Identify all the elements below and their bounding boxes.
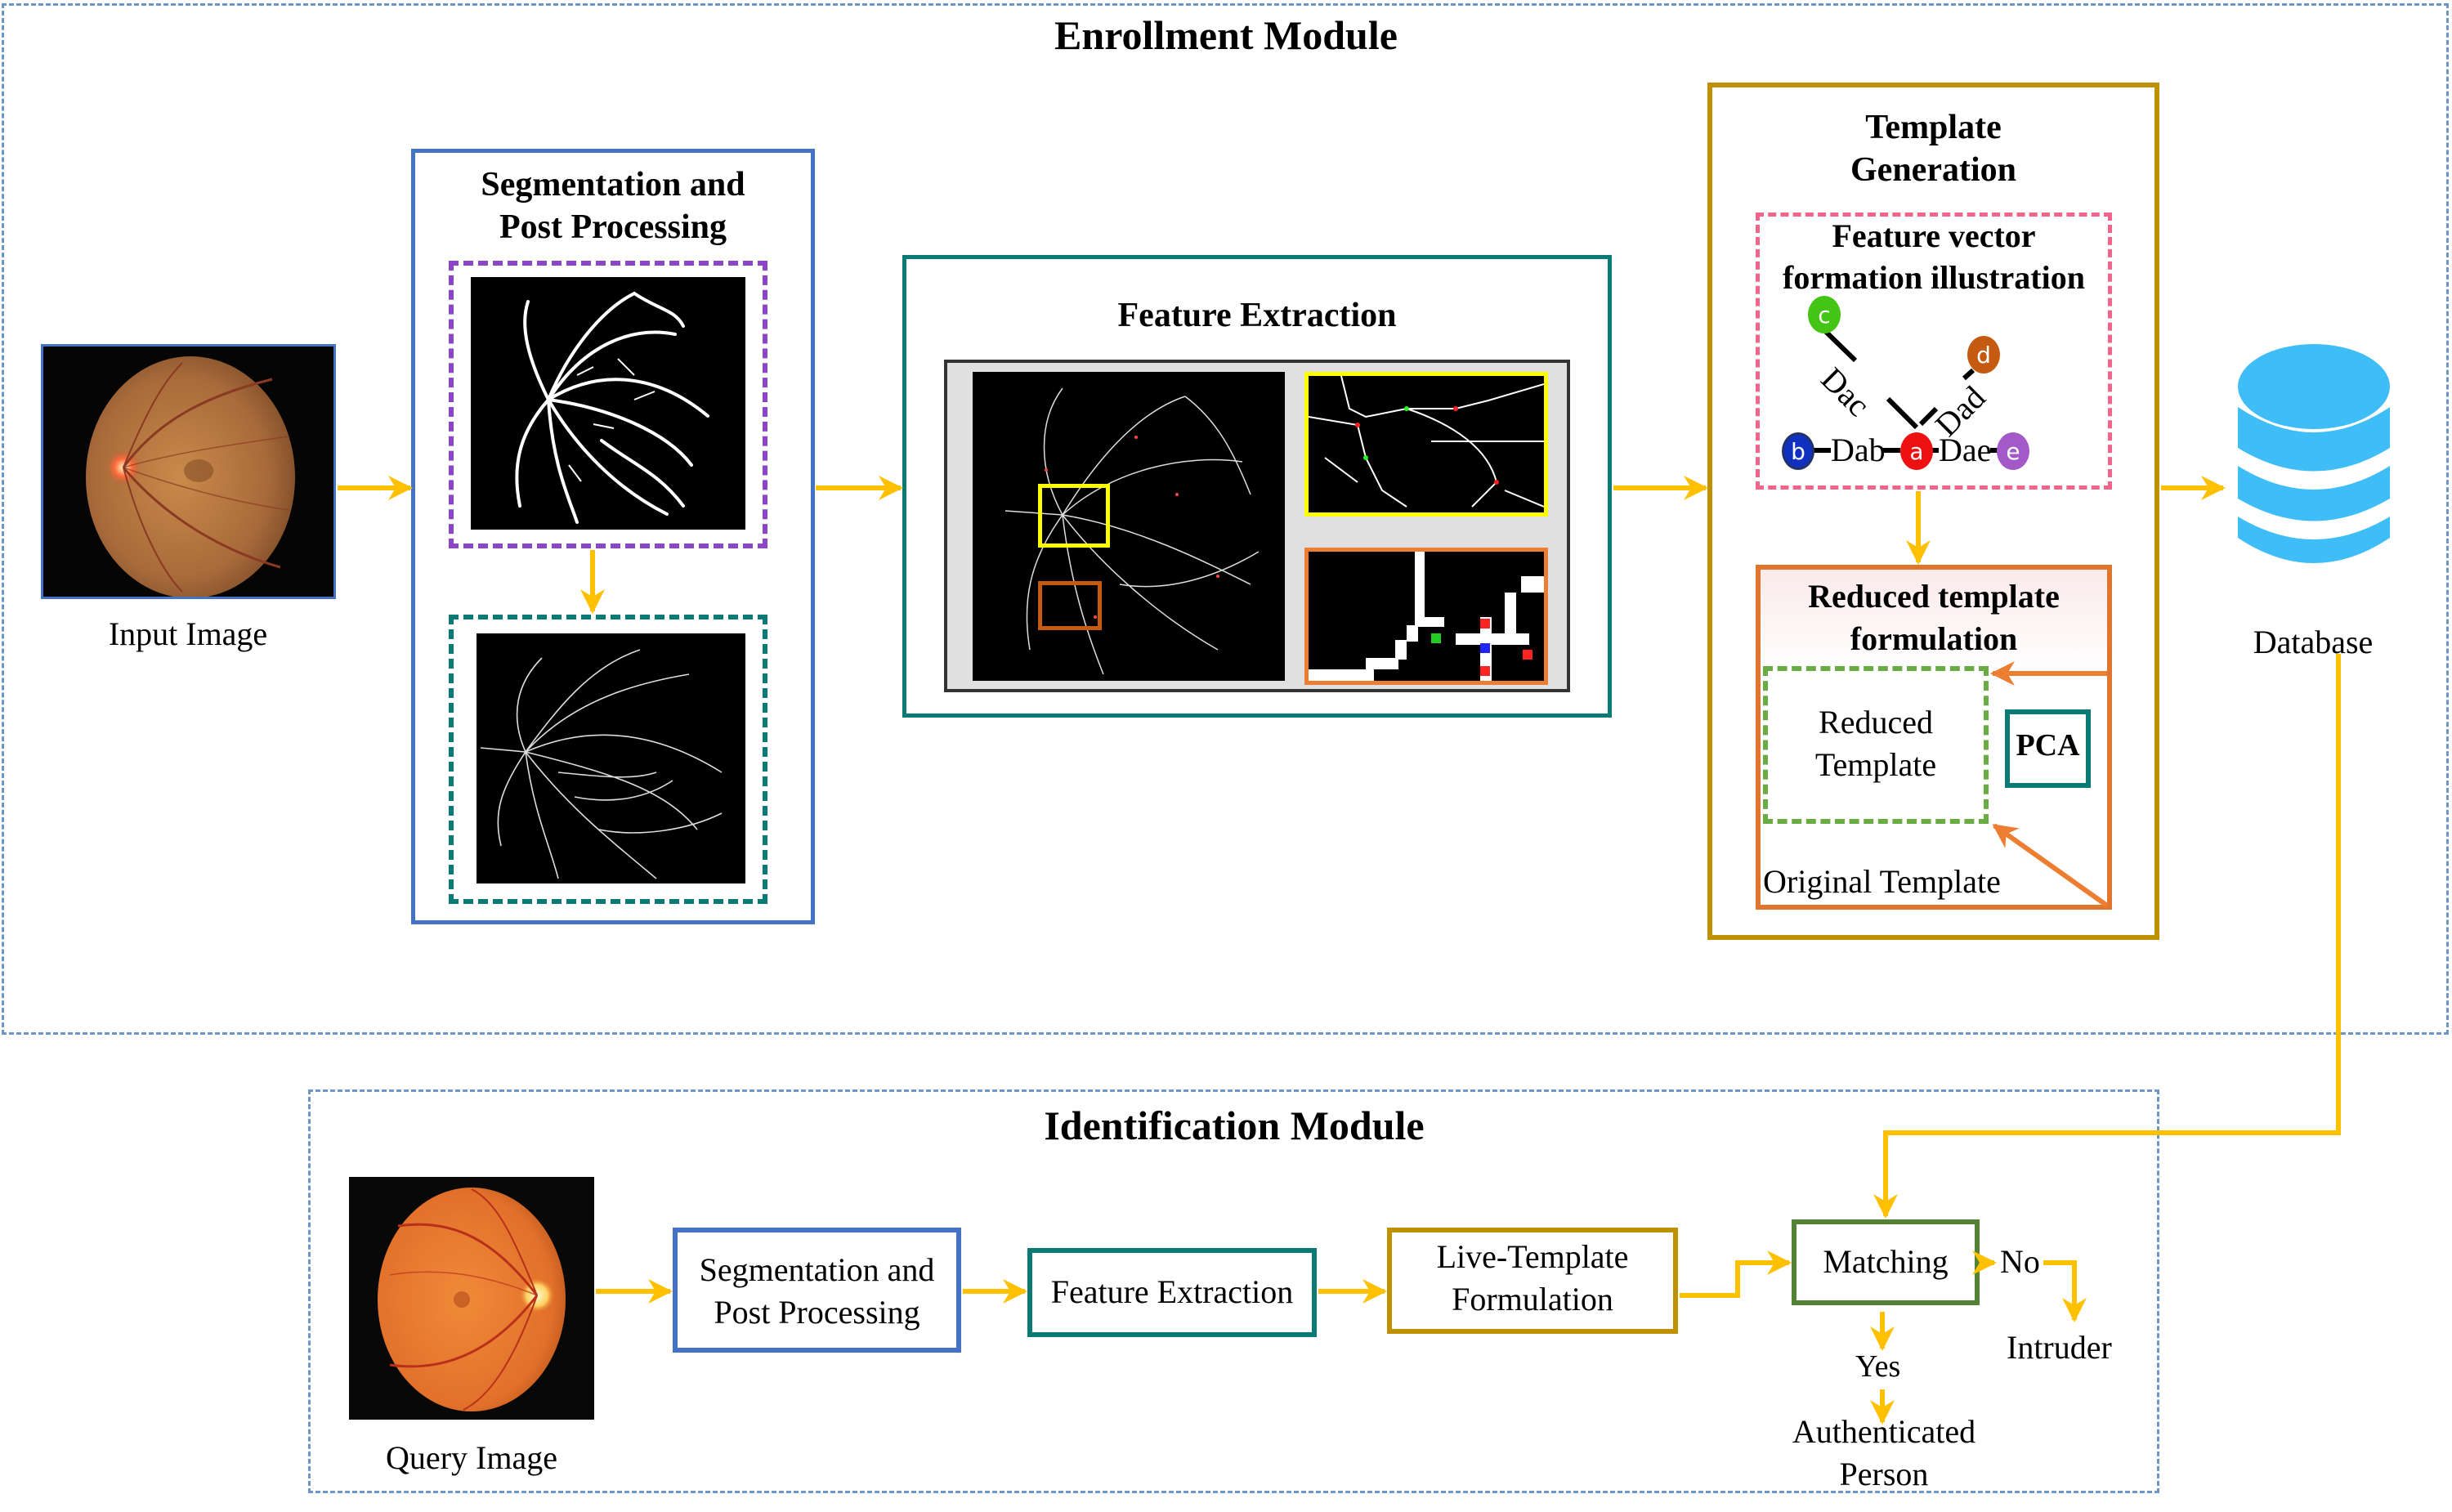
- authenticated-label-line2: Person: [1839, 1456, 1929, 1492]
- query-image-label: Query Image: [386, 1439, 557, 1476]
- graph-node-a: a: [1900, 432, 1933, 470]
- authenticated-label-line1: Authenticated: [1792, 1413, 1976, 1450]
- id-segmentation-label-line2: Post Processing: [714, 1294, 920, 1331]
- input-image: [41, 344, 336, 599]
- enrollment-module: [2, 3, 2449, 1035]
- zoom-region-orange: [1038, 581, 1102, 630]
- zoom-region-yellow: [1038, 484, 1110, 548]
- query-image: [349, 1177, 594, 1420]
- minutiae-zoom-orange: [1304, 548, 1548, 685]
- live-template-label-line2: Formulation: [1452, 1281, 1613, 1317]
- graph-node-e: e: [1997, 432, 2029, 470]
- reduced-template-title-line1: Reduced template: [1808, 578, 2060, 615]
- id-segmentation-label-line1: Segmentation and: [699, 1251, 935, 1288]
- matching-box: [1792, 1219, 1980, 1305]
- identification-module-title: Identification Module: [1044, 1103, 1425, 1148]
- identification-module: [308, 1089, 2159, 1493]
- reduced-template-label-line1: Reduced: [1819, 704, 1933, 740]
- edge-label-dab: Dab: [1831, 432, 1886, 468]
- id-feature-extraction-box: [1027, 1248, 1317, 1337]
- matching-label: Matching: [1823, 1243, 1949, 1280]
- segmented-image-frame: [449, 261, 767, 548]
- feature-extraction-title: Feature Extraction: [1117, 297, 1397, 334]
- retina-fundus-icon: [378, 1188, 566, 1411]
- intruder-label: Intruder: [2007, 1329, 2112, 1366]
- segmentation-title-line2: Post Processing: [499, 208, 727, 246]
- graph-node-b: b: [1782, 432, 1814, 470]
- minutiae-zoom-yellow: [1304, 372, 1548, 517]
- enrollment-module-title: Enrollment Module: [1054, 12, 1398, 58]
- retina-fundus-icon: [86, 356, 295, 597]
- skeleton-vessel-image: [477, 633, 745, 883]
- template-generation-title-line1: Template: [1865, 109, 2002, 146]
- database-icon: [2238, 344, 2390, 563]
- live-template-label-line1: Live-Template: [1436, 1238, 1629, 1275]
- pca-label: PCA: [2016, 728, 2080, 763]
- reduced-template-label-line2: Template: [1814, 746, 1937, 783]
- input-image-label: Input Image: [108, 615, 268, 652]
- id-feature-extraction-label: Feature Extraction: [1050, 1273, 1294, 1310]
- no-label: No: [2000, 1243, 2040, 1280]
- skeleton-image-frame: [449, 615, 767, 904]
- id-segmentation-box: [673, 1228, 961, 1353]
- segmented-vessel-image: [471, 277, 745, 530]
- edge-label-dae: Dae: [1939, 432, 1992, 468]
- template-generation-title-line2: Generation: [1850, 151, 2016, 189]
- live-template-box: [1387, 1228, 1678, 1334]
- database-label: Database: [2253, 624, 2374, 660]
- feature-vector-frame: [1756, 212, 2112, 490]
- reduced-template-title-line2: formulation: [1850, 620, 2018, 657]
- original-template-label: Original Template: [1763, 863, 2001, 900]
- yes-label: Yes: [1855, 1349, 1901, 1384]
- feature-vector-title-line2: formation illustration: [1783, 259, 2085, 296]
- graph-node-c: c: [1808, 296, 1841, 333]
- graph-node-d: d: [1967, 336, 2000, 374]
- feature-vector-title-line1: Feature vector: [1832, 217, 2036, 254]
- minutiae-full-image: [973, 372, 1285, 681]
- segmentation-title-line1: Segmentation and: [481, 166, 745, 204]
